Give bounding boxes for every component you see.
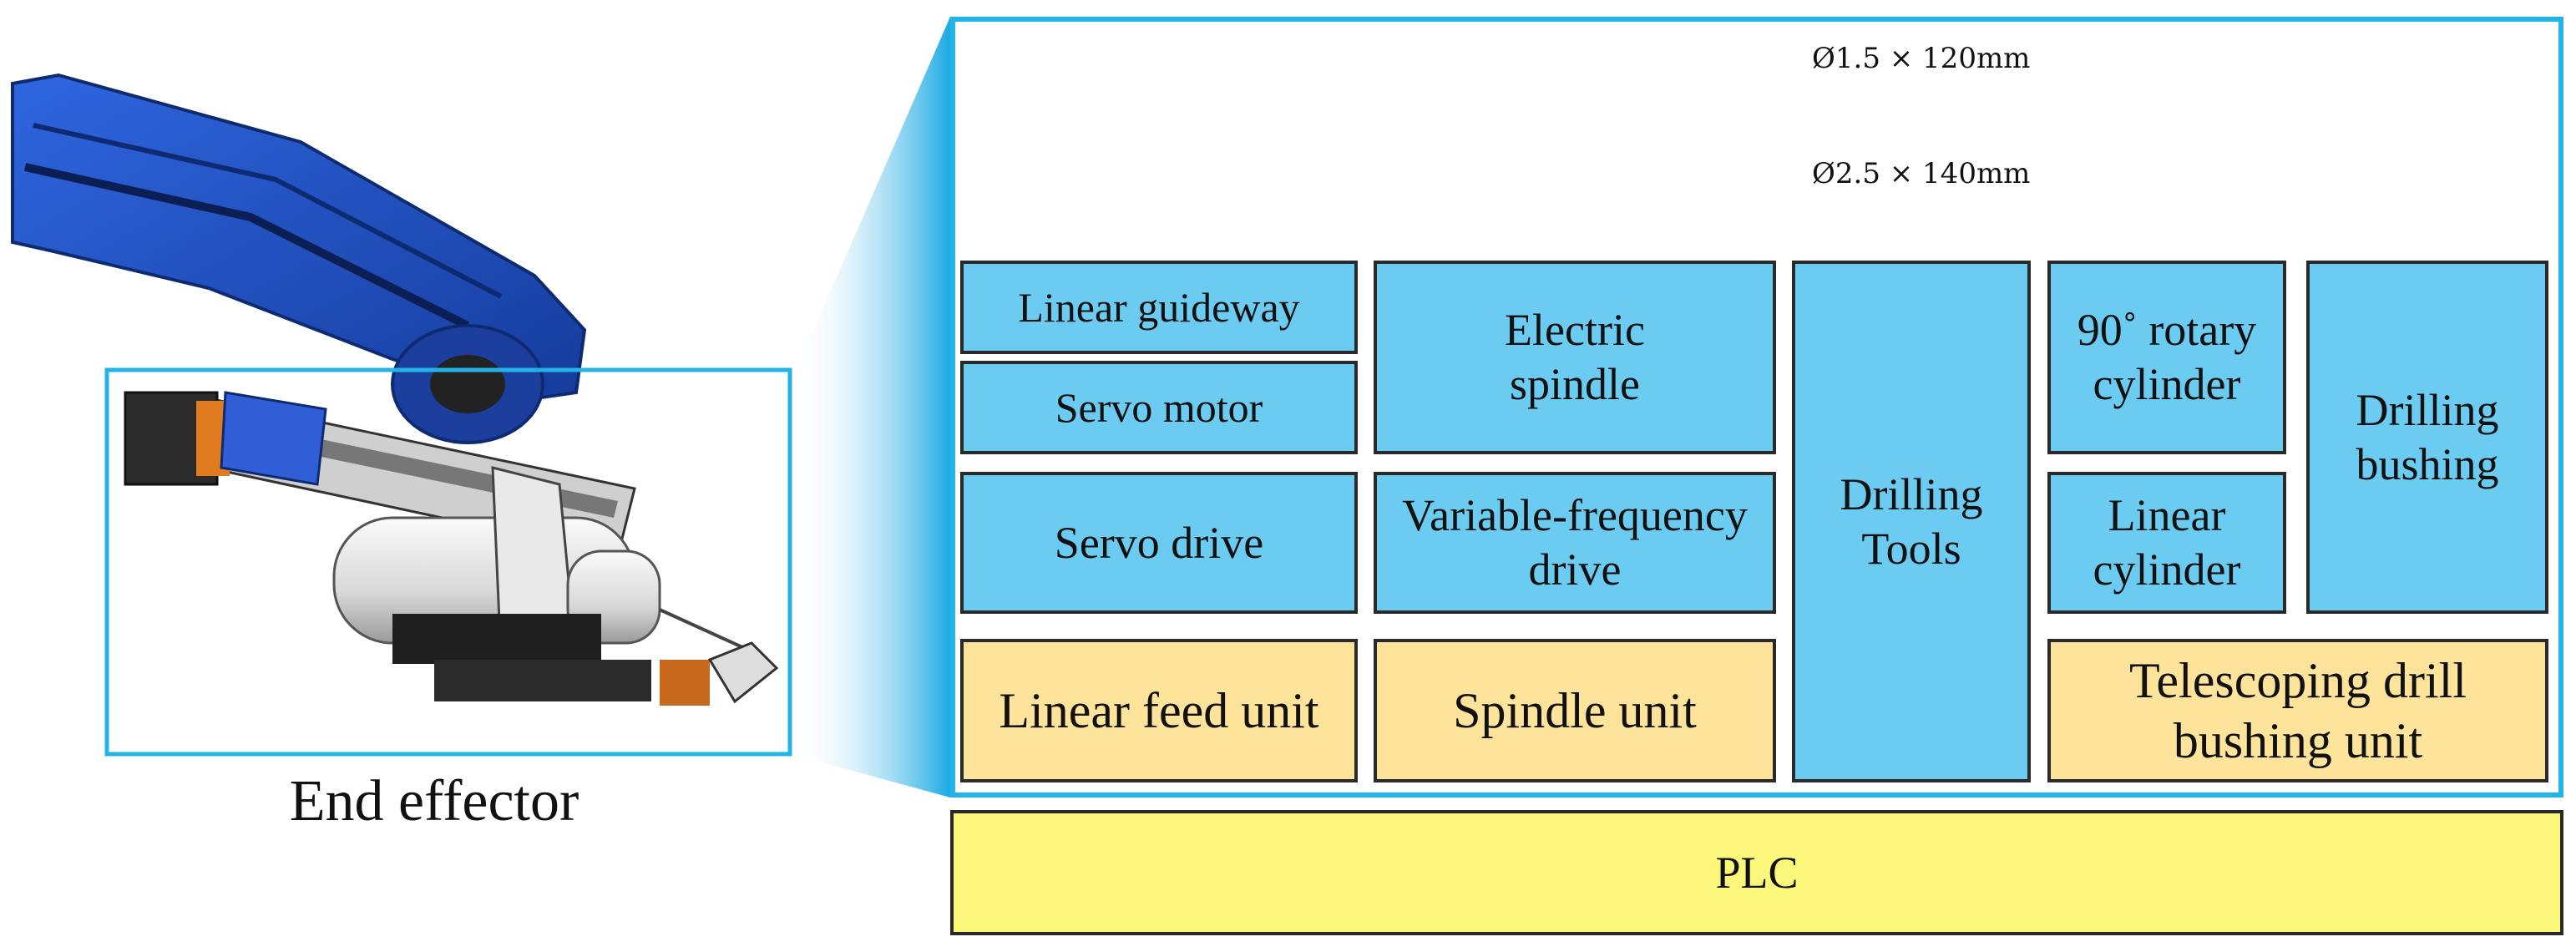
end-effector-caption: End effector xyxy=(289,769,579,833)
drilling-bushing-box: Drilling bushing xyxy=(2306,261,2548,614)
drilling-tools-box: Drilling Tools xyxy=(1792,261,2031,782)
servo-motor-box: Servo motor xyxy=(960,361,1358,454)
tool-2-dimension: Ø2.5 × 140mm xyxy=(1812,157,2031,190)
linear-cylinder-box: Linear cylinder xyxy=(2047,472,2286,614)
rotary-cylinder-box: 90˚ rotary cylinder xyxy=(2047,261,2286,454)
electric-spindle-label: Electric spindle xyxy=(1505,305,1645,409)
vfd-label: Variable-frequency drive xyxy=(1402,490,1748,595)
servo-drive-box: Servo drive xyxy=(960,472,1358,614)
plc-box: PLC xyxy=(950,810,2563,935)
focus-window xyxy=(104,367,792,757)
vfd-box: Variable-frequency drive xyxy=(1374,472,1776,614)
linear-feed-unit-box: Linear feed unit xyxy=(960,639,1358,782)
bushing-unit-box: Telescoping drill bushing unit xyxy=(2047,639,2548,782)
linear-cylinder-label: Linear cylinder xyxy=(2093,490,2241,595)
drilling-tools-label: Drilling Tools xyxy=(1840,468,1983,574)
bushing-unit-label: Telescoping drill bushing unit xyxy=(2128,653,2467,768)
tool-1-dimension: Ø1.5 × 120mm xyxy=(1812,42,2031,75)
projection-wedge xyxy=(797,17,950,798)
drilling-bushing-label: Drilling bushing xyxy=(2356,384,2499,489)
linear-guideway-box: Linear guideway xyxy=(960,261,1358,354)
spindle-unit-box: Spindle unit xyxy=(1374,639,1776,782)
rotary-cylinder-label: 90˚ rotary cylinder xyxy=(2077,305,2257,409)
electric-spindle-box: Electric spindle xyxy=(1374,261,1776,454)
